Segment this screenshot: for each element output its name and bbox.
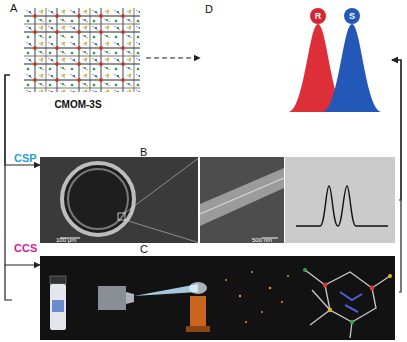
flow-arrow [5, 75, 40, 265]
method-label: CSP [14, 152, 37, 164]
compound-name: CMOM-3S [54, 99, 101, 111]
circle-fill [344, 8, 360, 24]
edge-label-box: CSP [14, 148, 37, 166]
crystallography-panel-part [323, 283, 328, 288]
edge-label-box: CCS [14, 238, 37, 256]
panel-label: A [10, 2, 17, 15]
crystallography-panel-part [239, 295, 241, 297]
sem-capillary-image-part [118, 213, 125, 220]
crystallography-panel-part [303, 268, 307, 272]
chromatogram-peaks-part [322, 24, 382, 112]
crystallography-panel-part [251, 271, 253, 273]
sem-zoom-image-part [200, 178, 284, 214]
sem-zoom-image-part [200, 157, 284, 243]
crystallography-panel-part [388, 274, 392, 278]
sem-capillary-image-part [62, 163, 134, 235]
panel-label: R [315, 11, 322, 21]
method-label: CCS [14, 242, 37, 254]
bracket-stub-part [5, 265, 12, 300]
crystallography-panel-part [328, 308, 332, 312]
crystallography-panel-part [340, 292, 362, 312]
flow-arrow [5, 75, 40, 165]
scale-bar-label: 500 nm [252, 237, 272, 243]
panel-label: C [140, 243, 399, 256]
crystallography-panel-part [269, 287, 272, 290]
scale-bar-label: 100 μm [56, 237, 76, 243]
enantiomer-circle: R [310, 8, 326, 24]
crystallography-panel-part [225, 279, 227, 281]
crystallography-panel-part [261, 311, 263, 313]
crystallography-panel-part [287, 275, 289, 277]
crystallography-panel-part [52, 300, 64, 312]
panel-a: A CMOM-3S [10, 2, 146, 110]
crystallography-panel-part [350, 320, 354, 324]
enantiomer-circle: S [344, 8, 360, 24]
sem-capillary-image-part [68, 169, 128, 229]
flow-arrow [392, 60, 401, 200]
crystallography-panel-part [305, 270, 390, 338]
crystallography-panel-part [98, 286, 126, 310]
gc-chromatogram-part [285, 157, 395, 243]
dashed-arrow [146, 57, 200, 58]
scale-label-box: 100 μm [56, 228, 76, 246]
panel-c: C [40, 243, 399, 340]
gc-chromatogram [285, 157, 395, 243]
panel-b: B [40, 146, 399, 243]
crystallography-panel-part [190, 296, 206, 330]
crystallography-panel-part [281, 301, 283, 303]
crystallography-panel-part [126, 292, 134, 304]
crystallography-panel-part [186, 326, 210, 332]
sem-zoom-image [200, 157, 284, 243]
crystal-structure [24, 8, 140, 92]
sem-capillary-image [40, 157, 200, 243]
crystallography-panel-part [370, 286, 375, 291]
crystallography-panel-part [245, 321, 247, 323]
sem-zoom-image-part [200, 168, 284, 226]
crystallography-panel [40, 256, 395, 340]
panel-label: D [205, 3, 392, 16]
crystallography-panel-part [40, 256, 395, 340]
bracket-stub [5, 265, 12, 300]
sem-capillary-image-part [125, 157, 200, 243]
crystal-structure-part [24, 8, 140, 92]
crystallography-panel-part [50, 276, 66, 284]
panel-label: B [140, 146, 399, 159]
panel-d: DR S [200, 2, 392, 118]
gc-chromatogram-part [296, 186, 388, 226]
flow-arrow [392, 60, 401, 292]
circle-fill [310, 8, 326, 24]
crystal-structure-part [24, 8, 140, 92]
scale-label-box: 500 nm [252, 228, 272, 246]
sem-capillary-image-part [40, 157, 198, 243]
panel-label: S [349, 11, 355, 21]
crystallography-panel-part [134, 284, 198, 296]
chromatogram-peaks [288, 24, 382, 112]
crystallography-panel-part [50, 284, 66, 330]
crystallography-panel-part [189, 282, 207, 294]
